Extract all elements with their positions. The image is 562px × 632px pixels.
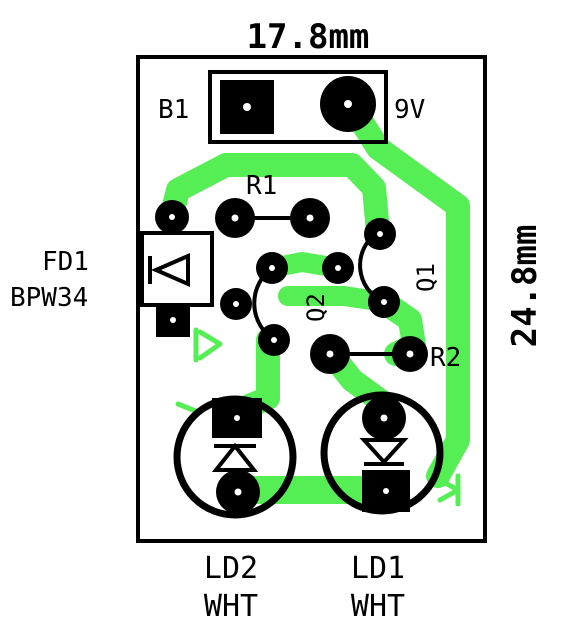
ld2-ref: LD2 xyxy=(204,551,258,586)
r2-ref: R2 xyxy=(430,343,461,373)
height-dimension: 24.8mm xyxy=(505,225,545,348)
fd1-value: BPW34 xyxy=(10,283,88,313)
ld1-ref: LD1 xyxy=(351,551,405,586)
width-dimension: 17.8mm xyxy=(247,17,370,57)
b1-outline xyxy=(208,70,388,144)
q1-ref: Q1 xyxy=(412,263,440,292)
trace-vbat xyxy=(336,88,470,488)
b1-ref: B1 xyxy=(158,95,189,125)
component-ld1: LD1 WHT xyxy=(320,391,444,624)
component-r1: R1 xyxy=(215,171,330,238)
component-q2: Q2 xyxy=(220,252,330,356)
component-ld2: LD2 WHT xyxy=(173,395,297,624)
component-q1: Q1 xyxy=(322,218,440,318)
b1-value: 9V xyxy=(394,95,425,125)
fd1-diode-symbol xyxy=(151,252,190,288)
q2-ref: Q2 xyxy=(302,293,330,322)
marker-fd1 xyxy=(197,329,223,361)
ld1-value: WHT xyxy=(351,589,405,624)
fd1-ref: FD1 xyxy=(42,247,89,277)
marker-ld1 xyxy=(437,477,461,503)
board-outline xyxy=(136,55,487,543)
r1-ref: R1 xyxy=(246,171,277,201)
component-b1: B1 9V xyxy=(158,70,425,144)
trace-top-loop xyxy=(214,153,390,244)
ld1-diode-symbol xyxy=(359,438,409,465)
fd1-outline xyxy=(140,231,214,307)
ld2-value: WHT xyxy=(204,589,258,624)
copper-traces xyxy=(160,88,470,507)
component-fd1: FD1 BPW34 xyxy=(10,200,214,337)
component-r2: R2 xyxy=(310,334,461,374)
ld2-diode-symbol xyxy=(211,442,259,472)
